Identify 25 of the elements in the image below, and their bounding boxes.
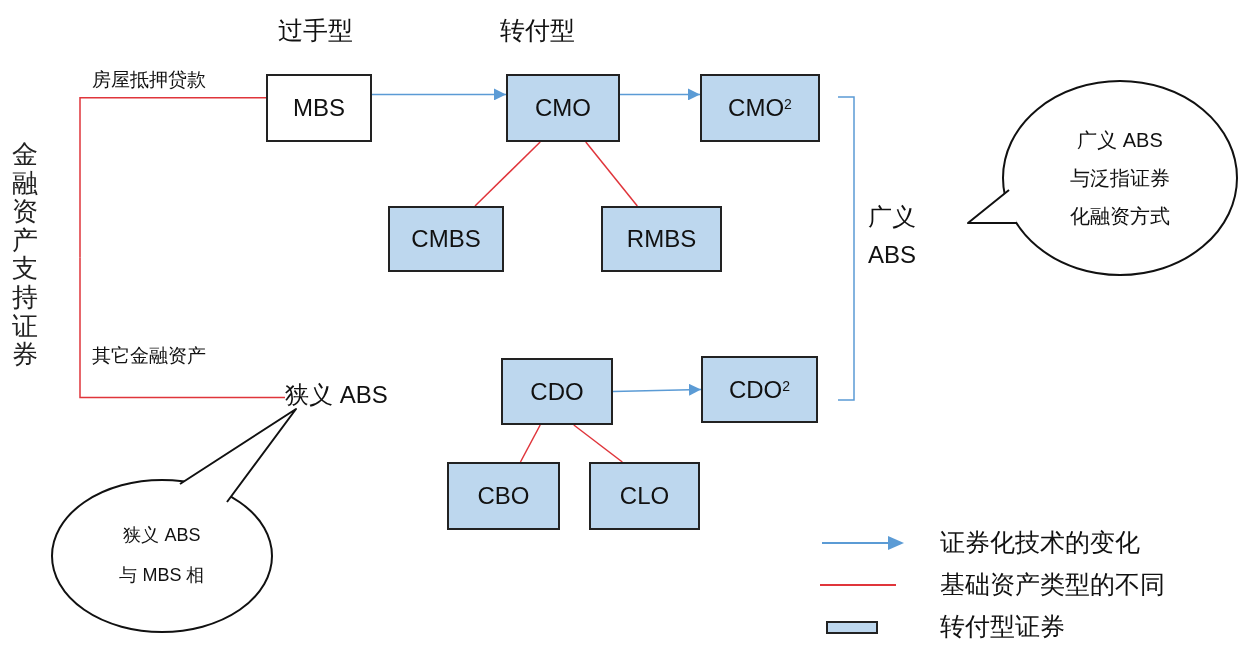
process-box: RMBS	[601, 206, 722, 272]
vertical-title: 金融资产支持证券	[12, 140, 80, 375]
legend-label: 证券化技术的变化	[940, 527, 1140, 559]
connector-line	[585, 141, 639, 207]
process-box: CMO	[506, 74, 620, 142]
process-box: MBS	[266, 74, 372, 142]
connector-line	[474, 141, 541, 207]
connector-line	[79, 256, 286, 399]
node-label: 广义 ABS	[868, 198, 948, 278]
process-box: CBO	[447, 462, 560, 530]
column-heading: 过手型	[278, 15, 353, 46]
connector-line	[573, 424, 624, 463]
process-box: CDO	[501, 358, 613, 425]
process-box: CMBS	[388, 206, 504, 272]
legend-label: 转付型证券	[940, 611, 1065, 643]
connector-line	[519, 424, 541, 463]
arrow	[371, 88, 507, 101]
arrow	[619, 88, 701, 101]
process-box: CMO$^{2}$	[700, 74, 820, 142]
process-box: CLO	[589, 462, 700, 530]
legend-label: 基础资产类型的不同	[940, 569, 1165, 601]
connector-line	[79, 97, 267, 259]
process-box: CDO$^{2}$	[701, 356, 818, 423]
arrow	[612, 383, 702, 396]
column-heading: 转付型	[500, 15, 575, 46]
